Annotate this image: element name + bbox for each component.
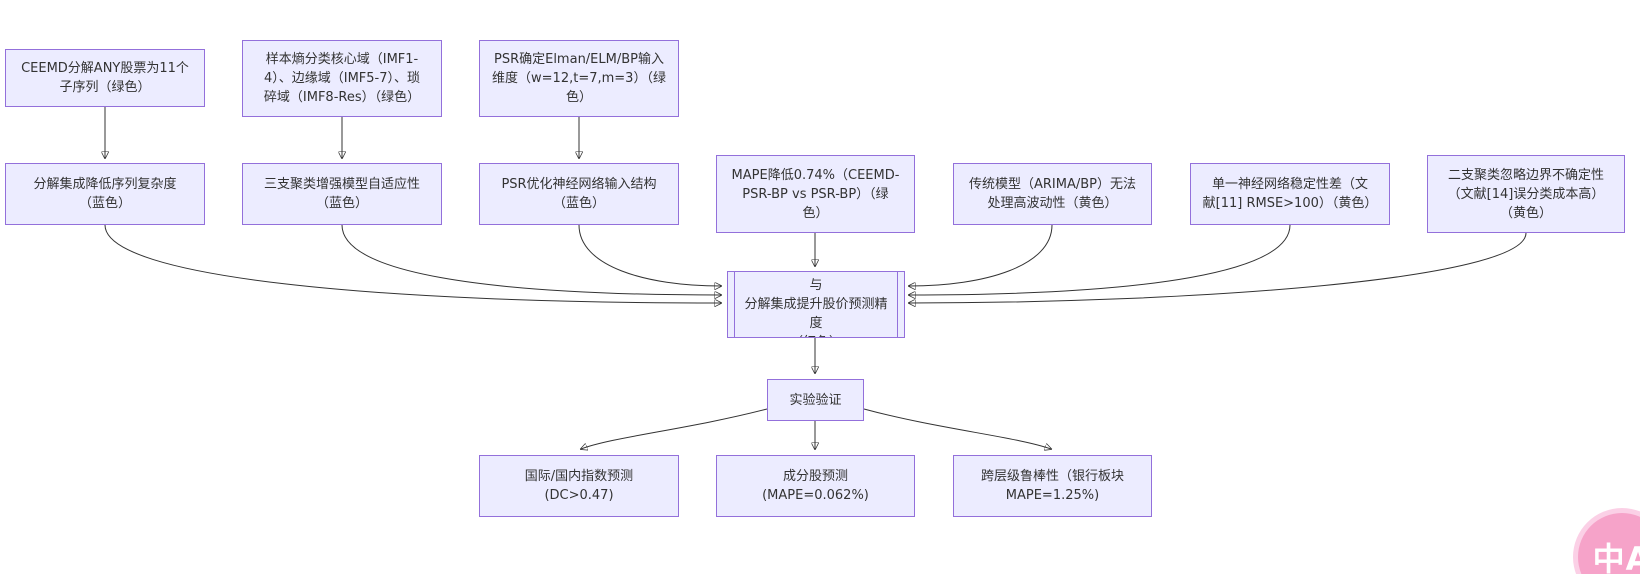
node-traditional: 传统模型（ARIMA/BP）无法 处理高波动性（黄色） bbox=[953, 163, 1152, 225]
node-ceemd: CEEMD分解ANY股票为11个 子序列（绿色） bbox=[5, 49, 205, 107]
node-entropy: 样本熵分类核心域（IMF1- 4）、边缘域（IMF5-7）、琐 碎域（IMF8-… bbox=[242, 40, 442, 117]
edge-threeway-core bbox=[341, 224, 721, 295]
node-stock-pred: 成分股预测 (MAPE=0.062%) bbox=[716, 455, 915, 517]
translate-button[interactable]: 中A bbox=[1573, 508, 1640, 574]
node-core-thesis: 核心论点：融合三支聚类与 分解集成提升股价预测精度 （红色） bbox=[727, 271, 905, 338]
node-three-way: 三支聚类增强模型自适应性 （蓝色） bbox=[242, 163, 442, 225]
edge-traditional-core bbox=[909, 224, 1053, 286]
node-psr-dim: PSR确定Elman/ELM/BP输入 维度（w=12,t=7,m=3）（绿 色… bbox=[479, 40, 679, 117]
edge-experiment-index bbox=[581, 408, 768, 449]
translate-icon: 中A bbox=[1578, 513, 1640, 574]
node-single-nn: 单一神经网络稳定性差（文 献[11] RMSE>100）（黄色） bbox=[1190, 163, 1390, 225]
node-two-way: 二支聚类忽略边界不确定性 （文献[14]误分类成本高） （黄色） bbox=[1427, 155, 1625, 233]
edge-singlenn-core bbox=[909, 224, 1291, 295]
edge-psropt-core bbox=[578, 224, 721, 286]
edge-decomp-core bbox=[104, 224, 721, 303]
node-psr-opt: PSR优化神经网络输入结构 （蓝色） bbox=[479, 163, 679, 225]
node-decomp: 分解集成降低序列复杂度 （蓝色） bbox=[5, 163, 205, 225]
node-index-pred: 国际/国内指数预测 (DC>0.47) bbox=[479, 455, 679, 517]
edge-experiment-robust bbox=[863, 408, 1051, 449]
node-mape-gain: MAPE降低0.74%（CEEMD- PSR-BP vs PSR-BP）（绿 色… bbox=[716, 155, 915, 233]
node-robustness: 跨层级鲁棒性（银行板块 MAPE=1.25%) bbox=[953, 455, 1152, 517]
node-experiment: 实验验证 bbox=[767, 379, 864, 421]
edge-twoway-core bbox=[909, 232, 1527, 303]
